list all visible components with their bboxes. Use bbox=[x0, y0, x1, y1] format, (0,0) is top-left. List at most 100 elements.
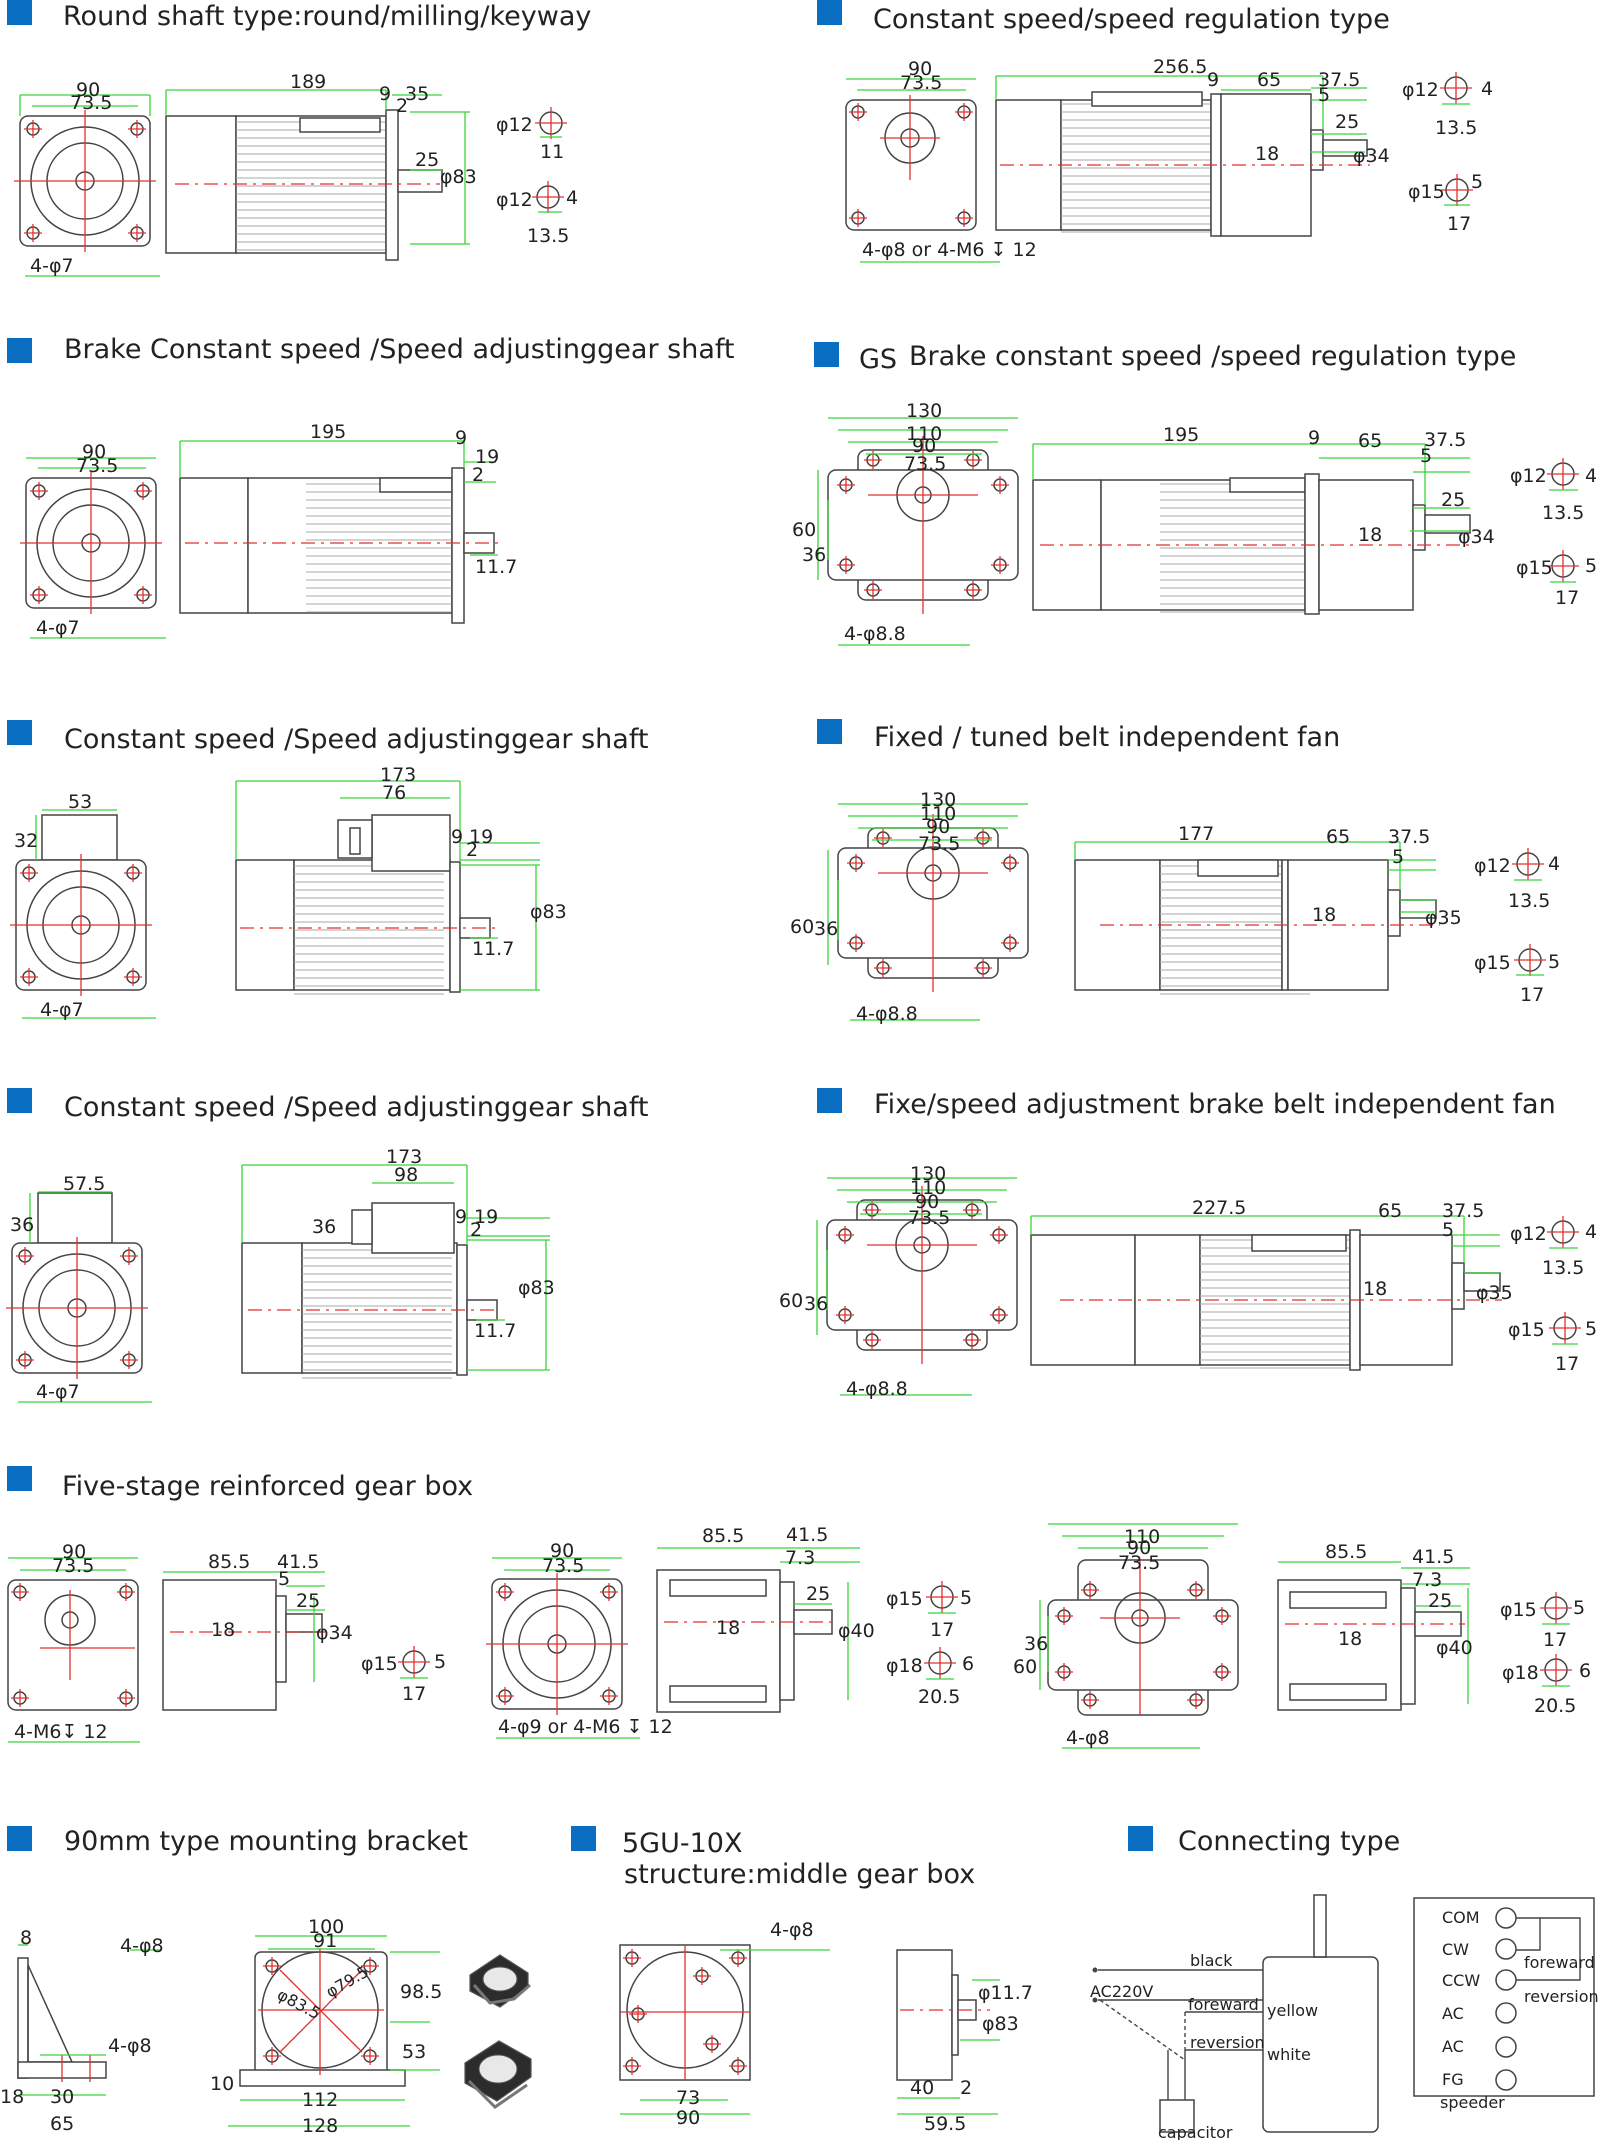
dim-36: 36 bbox=[814, 918, 838, 940]
shaft-sections: φ12 4 13.5 φ15 5 17 bbox=[1402, 71, 1493, 235]
label-reversion: reversion bbox=[1190, 2033, 1265, 2052]
dim-65: 65 bbox=[1358, 430, 1382, 452]
dim-90: 90 bbox=[82, 441, 106, 463]
dim-phi18: φ18 bbox=[886, 1655, 923, 1677]
dim-90: 90 bbox=[676, 2107, 700, 2129]
label-capacitor: capacitor bbox=[1158, 2123, 1233, 2140]
section-constant-speed-gear-shaft-a: Constant speed /Speed adjustinggear shaf… bbox=[7, 720, 648, 1021]
dim-227-5: 227.5 bbox=[1192, 1197, 1246, 1219]
dim-90: 90 bbox=[62, 1541, 86, 1563]
section-marker-icon bbox=[817, 0, 842, 25]
dim-phi18: φ18 bbox=[1502, 1662, 1539, 1684]
section-title-line1: 5GU-10X bbox=[622, 1828, 742, 1859]
label-yellow: yellow bbox=[1267, 2001, 1318, 2020]
front-view: 90 73.5 4-φ8 or 4-M6 ↧ 12 bbox=[845, 58, 1037, 263]
dim-11-7: 11.7 bbox=[474, 1320, 516, 1342]
dim-holes: 4-φ7 bbox=[36, 617, 80, 639]
dim-41-5: 41.5 bbox=[1412, 1546, 1454, 1568]
dim-11: 11 bbox=[540, 141, 564, 163]
dim-4: 4 bbox=[566, 187, 578, 209]
dim-189: 189 bbox=[290, 71, 326, 93]
dim-5: 5 bbox=[278, 1568, 290, 1590]
shaft-sections: φ12 4 13.5 φ15 5 17 bbox=[1510, 457, 1597, 609]
gearbox-variant-a: 90 73.5 4-M6↧ 12 85.5 41.5 5 25 18 φ34 φ… bbox=[7, 1541, 446, 1743]
gearbox-variant-c: 110 90 73.5 36 60 4-φ8 85.5 41.5 7.3 25 … bbox=[1013, 1523, 1591, 1749]
label-ac220v: AC220V bbox=[1090, 1982, 1153, 2001]
dim-5: 5 bbox=[1442, 1219, 1454, 1241]
section-constant-speed-regulation: Constant speed/speed regulation type 90 … bbox=[817, 0, 1493, 263]
gearbox-front-view: 4-φ8 73 90 bbox=[619, 1919, 830, 2129]
dim-4: 4 bbox=[1548, 853, 1560, 875]
front-view: 57.5 36 4-φ7 bbox=[6, 1173, 152, 1403]
dim-36: 36 bbox=[10, 1214, 34, 1236]
dim-85-5: 85.5 bbox=[1325, 1541, 1367, 1563]
dim-195: 195 bbox=[310, 421, 346, 443]
dim-37-5: 37.5 bbox=[1424, 429, 1466, 451]
dim-35: 35 bbox=[405, 83, 429, 105]
section-title-line2: structure:middle gear box bbox=[624, 1859, 975, 1890]
dim-5: 5 bbox=[1585, 555, 1597, 577]
dim-18: 18 bbox=[1358, 524, 1382, 546]
dim-25: 25 bbox=[1428, 1590, 1452, 1612]
front-view: 130 110 90 73.5 60 36 4-φ8.8 bbox=[790, 789, 1028, 1025]
dim-90: 90 bbox=[908, 58, 932, 80]
dim-98: 98 bbox=[394, 1164, 418, 1186]
dim-5: 5 bbox=[1420, 445, 1432, 467]
dim-20-5: 20.5 bbox=[1534, 1695, 1576, 1717]
section-title: Constant speed/speed regulation type bbox=[873, 4, 1390, 35]
shaft-sections: φ12 4 13.5 φ15 5 17 bbox=[1508, 1215, 1597, 1375]
dim-4-phi8-bottom: 4-φ8 bbox=[108, 2035, 152, 2057]
dim-18: 18 bbox=[1312, 904, 1336, 926]
section-marker-icon bbox=[7, 0, 32, 25]
dim-37-5: 37.5 bbox=[1388, 826, 1430, 848]
front-view: 90 73.5 4-φ7 bbox=[14, 79, 160, 277]
dim-phi34: φ34 bbox=[1458, 526, 1495, 548]
dim-41-5: 41.5 bbox=[277, 1551, 319, 1573]
dim-phi15: φ15 bbox=[1474, 952, 1511, 974]
label-white: white bbox=[1267, 2045, 1311, 2064]
label-reversion-right: reversion bbox=[1524, 1987, 1599, 2006]
dim-5: 5 bbox=[1573, 1597, 1585, 1619]
dim-5: 5 bbox=[434, 1651, 446, 1673]
dim-177: 177 bbox=[1178, 823, 1214, 845]
dim-73-5: 73.5 bbox=[1118, 1552, 1160, 1574]
dim-phi83: φ83 bbox=[982, 2013, 1019, 2035]
dim-5: 5 bbox=[1585, 1318, 1597, 1340]
dim-phi12: φ12 bbox=[1402, 79, 1439, 101]
dim-73-5: 73.5 bbox=[918, 833, 960, 855]
section-mounting-bracket: 90mm type mounting bracket 8 4-φ8 4-φ8 1… bbox=[0, 1826, 532, 2137]
dim-13-5: 13.5 bbox=[1542, 502, 1584, 524]
dim-2: 2 bbox=[960, 2077, 972, 2099]
dim-11-7: 11.7 bbox=[475, 556, 517, 578]
dim-phi35: φ35 bbox=[1476, 1282, 1513, 1304]
section-marker-icon bbox=[814, 342, 839, 367]
dim-65: 65 bbox=[50, 2113, 74, 2135]
dim-256-5: 256.5 bbox=[1153, 56, 1207, 78]
dim-110: 110 bbox=[920, 803, 956, 825]
dim-11-7: 11.7 bbox=[472, 938, 514, 960]
dim-25: 25 bbox=[1441, 489, 1465, 511]
dim-17: 17 bbox=[1543, 1629, 1567, 1651]
bracket-front-view: 100 91 φ83.5 φ79.5 98.5 53 10 112 128 bbox=[210, 1916, 442, 2137]
dim-73: 73 bbox=[676, 2087, 700, 2109]
dim-73-5: 73.5 bbox=[904, 453, 946, 475]
section-fixe-speed-brake-fan: Fixe/speed adjustment brake belt indepen… bbox=[779, 1088, 1597, 1400]
speeder-terminal-block: COM CW CCW AC AC FG foreward reversion s… bbox=[1413, 1897, 1599, 2112]
section-fixed-tuned-fan: Fixed / tuned belt independent fan 130 1… bbox=[790, 719, 1560, 1025]
dim-90: 90 bbox=[550, 1540, 574, 1562]
dim-100: 100 bbox=[308, 1916, 344, 1938]
dim-85-5: 85.5 bbox=[702, 1525, 744, 1547]
dim-90: 90 bbox=[1127, 1537, 1151, 1559]
front-view: 130 110 90 73.5 60 36 4-φ8.8 bbox=[779, 1163, 1017, 1400]
dim-6: 6 bbox=[1579, 1660, 1591, 1682]
section-connecting-type: Connecting type black AC220V foreward ye… bbox=[1090, 1826, 1599, 2140]
dim-130: 130 bbox=[910, 1163, 946, 1185]
dim-73-5: 73.5 bbox=[900, 72, 942, 94]
dim-90: 90 bbox=[915, 1191, 939, 1213]
dim-phi34: φ34 bbox=[316, 1622, 353, 1644]
dim-holes: 4-φ7 bbox=[40, 999, 84, 1021]
bracket-photo-icon bbox=[464, 2040, 532, 2109]
side-view: 227.5 65 37.5 5 18 φ35 bbox=[1030, 1197, 1513, 1371]
dim-19: 19 bbox=[474, 1206, 498, 1228]
dim-18: 18 bbox=[1338, 1628, 1362, 1650]
